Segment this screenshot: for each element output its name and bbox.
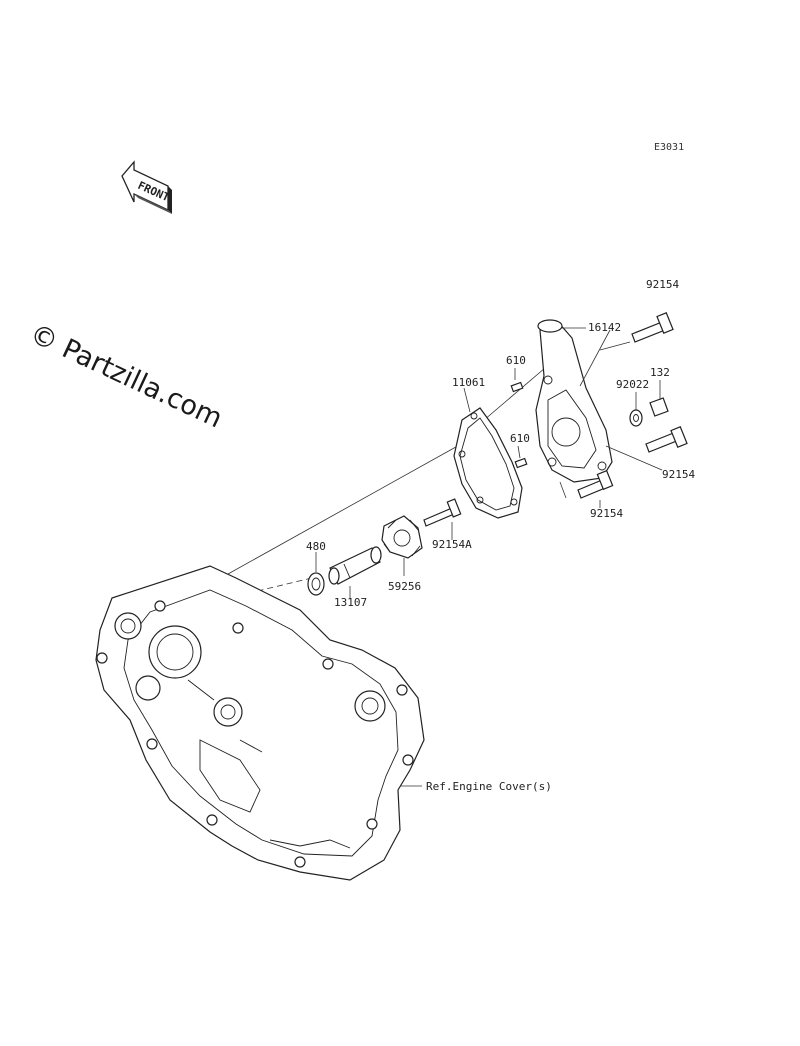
callout-610-top: 610 [506,354,526,367]
bolt-92154-top [631,312,674,343]
diagram-code: E3031 [654,142,684,153]
callout-92154A: 92154A [432,538,472,551]
callout-92154-top: 92154 [646,278,679,291]
dowel-pin-610-mid [514,457,528,469]
bolt-132 [649,397,669,417]
callout-480: 480 [306,540,326,553]
callout-11061: 11061 [452,376,485,389]
bolt-92154-bottom [577,469,614,499]
callout-59256: 59256 [388,580,421,593]
callout-ref-engine-cover: Ref.Engine Cover(s) [426,780,552,793]
alignment-line-1 [227,437,473,575]
callout-13107: 13107 [334,596,367,609]
oil-seal-480 [307,572,325,596]
dowel-pin-610-top [510,381,524,393]
gasket-11061 [453,407,523,519]
leader-lines [315,327,663,787]
callout-92154-right: 92154 [662,468,695,481]
bolt-92154-right [645,426,688,453]
bolt-92154A [423,498,462,527]
callout-92022: 92022 [616,378,649,391]
watermark: © Partzilla.com [25,318,227,434]
front-arrow-icon: FRONT [121,160,172,214]
shaft-13107 [328,546,382,585]
washer-92022 [629,409,643,427]
callout-92154-bottom: 92154 [590,507,623,520]
callout-16142: 16142 [588,321,621,334]
callout-132: 132 [650,366,670,379]
engine-cover [95,565,425,881]
pump-cover-16142 [535,319,613,483]
callout-610-mid: 610 [510,432,530,445]
impeller-59256 [381,515,423,559]
